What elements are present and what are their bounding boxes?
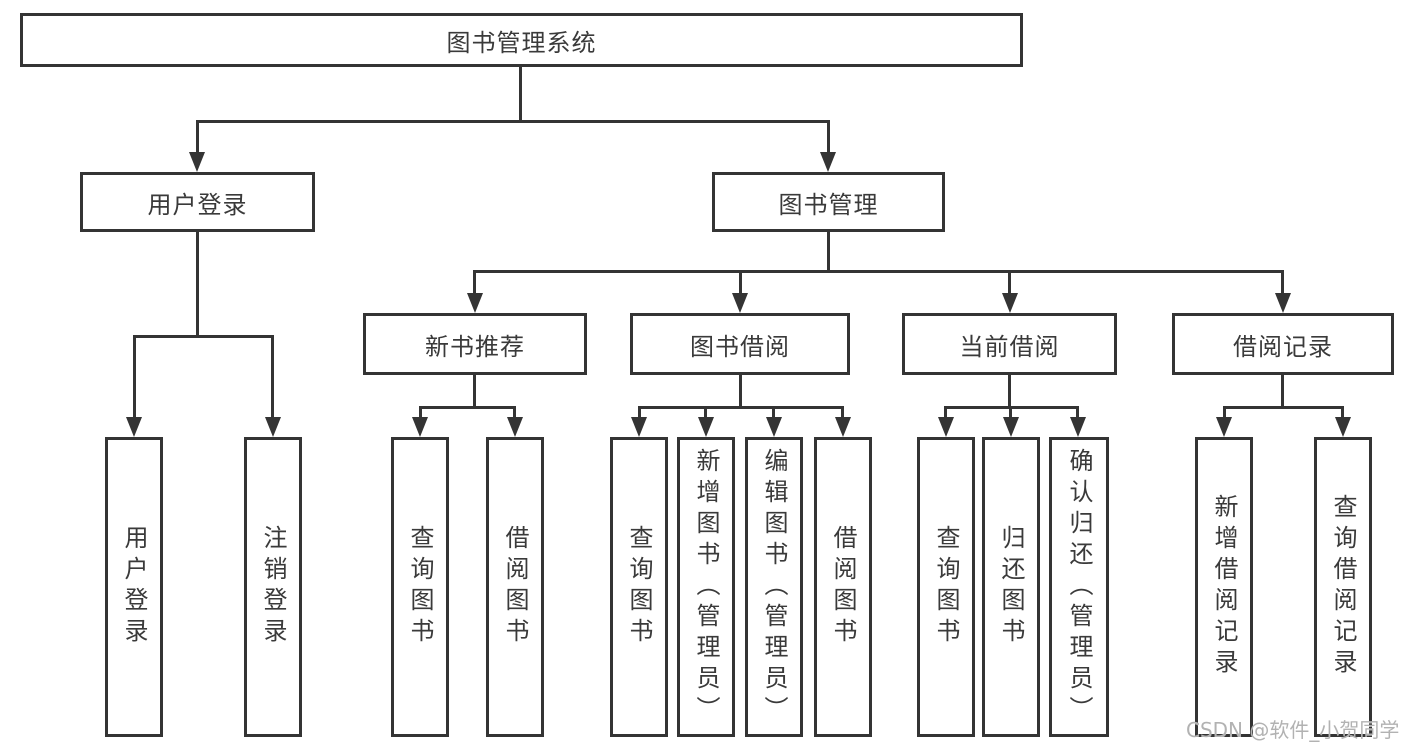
leaf-label: 确认归还（管理员） [1065, 447, 1093, 727]
leaf-label: 查询图书 [932, 525, 960, 649]
leaf-label: 查询图书 [625, 525, 653, 649]
connector-line [1223, 406, 1344, 409]
connector-line [1341, 406, 1344, 419]
node-label: 图书借阅 [690, 332, 790, 361]
arrowhead-icon [766, 417, 782, 437]
leaf-label: 注销登录 [259, 525, 287, 649]
connector-line [772, 406, 775, 419]
node-book-borrow: 图书借阅 [630, 313, 850, 375]
node-new-book-recommend: 新书推荐 [363, 313, 587, 375]
node-book-management: 图书管理 [712, 172, 945, 232]
arrowhead-icon [732, 293, 748, 313]
leaf-label: 编辑图书（管理员） [760, 447, 788, 727]
leaf-label: 用户登录 [120, 525, 148, 649]
leaf-label: 新增借阅记录 [1210, 494, 1238, 680]
leaf-query-book-current: 查询图书 [917, 437, 975, 737]
leaf-query-book-borrow: 查询图书 [610, 437, 668, 737]
connector-line [827, 232, 830, 270]
connector-line [1009, 406, 1012, 419]
leaf-user-login: 用户登录 [105, 437, 163, 737]
connector-line [944, 406, 947, 419]
connector-line [196, 232, 199, 335]
arrowhead-icon [631, 417, 647, 437]
connector-line [1281, 270, 1284, 296]
node-label: 图书管理 [778, 190, 879, 219]
arrowhead-icon [1335, 417, 1351, 437]
arrowhead-icon [189, 152, 205, 172]
connector-line [827, 120, 830, 154]
leaf-label: 查询借阅记录 [1329, 494, 1357, 680]
arrowhead-icon [412, 417, 428, 437]
leaf-label: 借阅图书 [501, 525, 529, 649]
connector-line [419, 406, 516, 409]
leaf-add-borrow-record: 新增借阅记录 [1195, 437, 1253, 737]
node-label: 新书推荐 [425, 332, 525, 361]
connector-line [841, 406, 844, 419]
connector-line [473, 270, 476, 296]
connector-line [473, 270, 1283, 273]
node-user-login: 用户登录 [80, 172, 315, 232]
connector-line [196, 120, 830, 123]
connector-line [519, 67, 522, 120]
leaf-query-book-recommend: 查询图书 [391, 437, 449, 737]
arrowhead-icon [835, 417, 851, 437]
arrowhead-icon [1216, 417, 1232, 437]
leaf-label: 查询图书 [406, 525, 434, 649]
connector-line [419, 406, 422, 419]
connector-line [704, 406, 707, 419]
connector-line [638, 406, 641, 419]
arrowhead-icon [507, 417, 523, 437]
connector-line [1008, 375, 1011, 406]
arrowhead-icon [1070, 417, 1086, 437]
leaf-borrow-book: 借阅图书 [814, 437, 872, 737]
leaf-borrow-book-recommend: 借阅图书 [486, 437, 544, 737]
arrowhead-icon [938, 417, 954, 437]
arrowhead-icon [1002, 293, 1018, 313]
connector-line [739, 270, 742, 296]
node-label: 借阅记录 [1233, 332, 1333, 361]
leaf-label: 借阅图书 [829, 525, 857, 649]
connector-line [473, 375, 476, 406]
connector-line [1223, 406, 1226, 419]
connector-line [271, 335, 274, 420]
connector-line [196, 120, 199, 154]
arrowhead-icon [1275, 293, 1291, 313]
node-label: 用户登录 [147, 190, 248, 219]
leaf-label: 新增图书（管理员） [692, 447, 720, 727]
leaf-add-book-admin: 新增图书（管理员） [677, 437, 735, 737]
node-borrow-record: 借阅记录 [1172, 313, 1394, 375]
leaf-return-book: 归还图书 [982, 437, 1040, 737]
node-current-borrow: 当前借阅 [902, 313, 1117, 375]
arrowhead-icon [698, 417, 714, 437]
leaf-logout: 注销登录 [244, 437, 302, 737]
arrowhead-icon [820, 152, 836, 172]
leaf-label: 归还图书 [997, 525, 1025, 649]
csdn-watermark: CSDN @软件_小贺同学 [1186, 718, 1400, 742]
connector-line [1008, 270, 1011, 296]
connector-line [513, 406, 516, 419]
arrowhead-icon [1003, 417, 1019, 437]
connector-line [133, 335, 136, 420]
node-library-system: 图书管理系统 [20, 13, 1023, 67]
node-label: 当前借阅 [959, 332, 1060, 361]
arrowhead-icon [265, 417, 281, 437]
connector-line [1281, 375, 1284, 406]
node-label: 图书管理系统 [446, 28, 597, 57]
connector-line [133, 335, 273, 338]
connector-line [1076, 406, 1079, 419]
arrowhead-icon [126, 417, 142, 437]
connector-line [739, 375, 742, 406]
connector-line [638, 406, 843, 409]
leaf-confirm-return-admin: 确认归还（管理员） [1049, 437, 1109, 737]
arrowhead-icon [467, 293, 483, 313]
leaf-query-borrow-record: 查询借阅记录 [1314, 437, 1372, 737]
leaf-edit-book-admin: 编辑图书（管理员） [745, 437, 803, 737]
